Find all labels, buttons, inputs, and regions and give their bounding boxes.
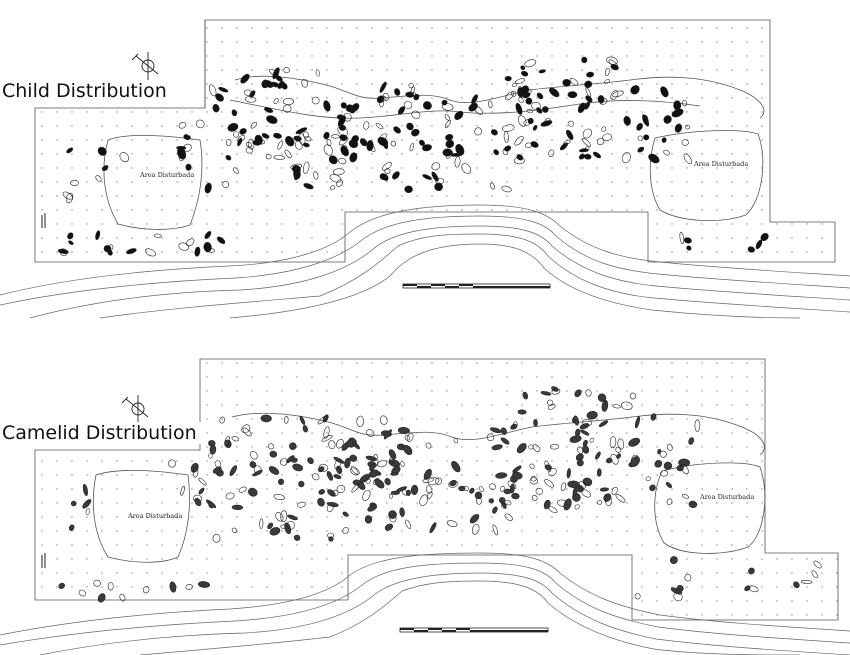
scale-bar-icon [399, 627, 549, 633]
disturbed-area-label-west: Area Disturbada [128, 512, 183, 520]
child-grid-points [41, 27, 823, 253]
disturbed-area-label-east: Area Disturbada [694, 160, 749, 168]
camelid-map-title: Camelid Distribution [2, 422, 201, 444]
child-map-title: Child Distribution [2, 80, 171, 102]
disturbed-area-label-east: Area Disturbada [700, 493, 755, 501]
camelid-bone-features [58, 386, 822, 603]
camelid-grid-points [41, 362, 838, 616]
north-arrow-icon [131, 52, 159, 80]
north-arrow-icon [121, 395, 149, 423]
child-map-drawing [0, 19, 850, 319]
camelid-map-drawing [0, 358, 850, 655]
camelid-distribution-map: Camelid Distribution Area Disturbada Are… [0, 335, 850, 655]
child-burial-features [57, 56, 769, 257]
disturbed-area-label-west: Area Disturbada [140, 171, 195, 179]
child-distribution-map: Child Distribution Area Disturbada Area … [0, 0, 850, 320]
scale-bar-icon [402, 283, 551, 289]
